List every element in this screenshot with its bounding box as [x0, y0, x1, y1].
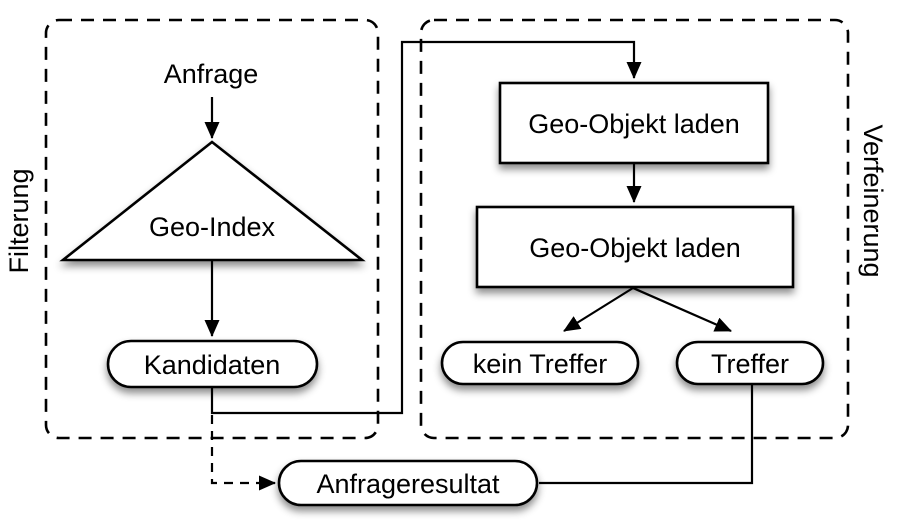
filterung-section-label: Filterung [4, 168, 34, 273]
kein-treffer-label: kein Treffer [473, 349, 608, 379]
verfeinerung-section-label: Verfeinerung [858, 124, 888, 277]
edge-geoobjekt2-to-treffer [632, 286, 732, 333]
edge-treffer-to-anfrageresultat [539, 384, 754, 485]
geo-objekt-laden-1-label: Geo-Objekt laden [528, 109, 740, 139]
geo-index-label: Geo-Index [149, 212, 276, 242]
geo-index-triangle [59, 140, 366, 262]
edge-kandidaten-to-anfrageresultat-dashed [210, 415, 276, 491]
treffer-label: Treffer [711, 349, 789, 379]
edge-kandidaten-to-geoobjekt1 [210, 40, 642, 415]
kein-treffer-pill [440, 340, 640, 386]
geo-objekt-laden-1-box [498, 81, 770, 165]
anfrageresultat-label: Anfrageresultat [316, 469, 500, 499]
edge-geoobjekt2-to-keintreffer [563, 287, 634, 332]
geo-objekt-laden-2-box [475, 205, 795, 289]
anfrage-label: Anfrage [164, 59, 259, 89]
anfrageresultat-pill [277, 459, 539, 507]
treffer-pill [675, 340, 825, 386]
verfeinerung-section-box [419, 18, 850, 440]
kandidaten-pill [106, 339, 319, 389]
kandidaten-label: Kandidaten [144, 350, 281, 380]
geo-objekt-laden-2-label: Geo-Objekt laden [529, 233, 741, 263]
